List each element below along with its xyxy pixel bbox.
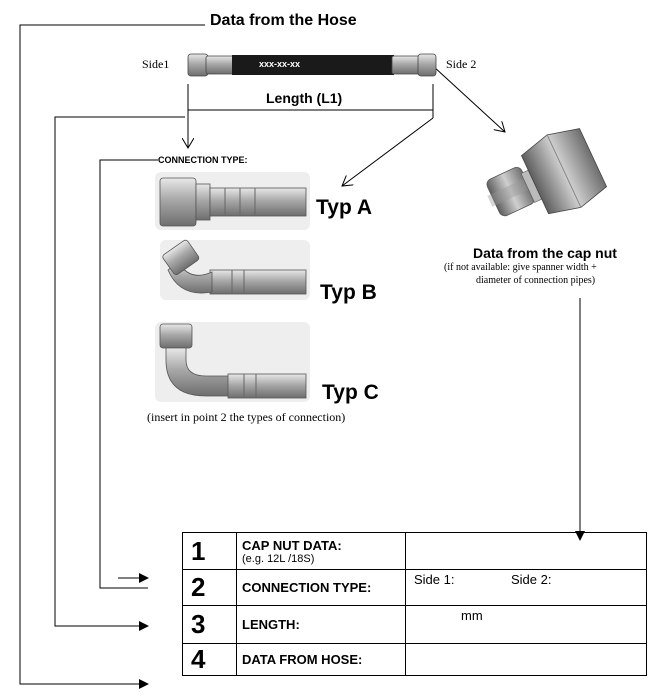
- connection-note: (insert in point 2 the types of connecti…: [147, 410, 346, 424]
- length-unit: mm: [461, 608, 483, 623]
- form-row-connection: 2 CONNECTION TYPE: Side 1: Side 2:: [182, 569, 647, 606]
- side1-label: Side1: [142, 57, 170, 71]
- connection-type-input[interactable]: Side 1: Side 2:: [405, 569, 647, 606]
- side2-label: Side 2: [446, 57, 477, 71]
- cap-nut-note-line2: diameter of connection pipes): [476, 275, 596, 286]
- hose-data-input[interactable]: [405, 643, 647, 676]
- side2-field-label: Side 2:: [511, 572, 552, 587]
- connection-line: [99, 159, 158, 589]
- hose-illustration: [187, 53, 437, 77]
- hose-code: xxx-xx-xx: [259, 59, 301, 69]
- cap-nut-title: Data from the cap nut: [473, 245, 617, 261]
- cap-nut-example: (e.g. 12L /18S): [242, 552, 315, 565]
- hose-data-title: Data from the Hose: [210, 12, 357, 29]
- cap-nut-note-line1: (if not available: give spanner width +: [444, 262, 597, 273]
- length-input[interactable]: mm: [405, 605, 647, 644]
- hose-data-line: [19, 24, 205, 689]
- length-field-label: LENGTH:: [236, 605, 406, 644]
- connection-type-label: CONNECTION TYPE:: [236, 569, 406, 606]
- form-row-hose: 4 DATA FROM HOSE:: [182, 643, 647, 676]
- side1-field-label: Side 1:: [414, 572, 455, 587]
- data-form-table: 1 CAP NUT DATA: (e.g. 12L /18S) 2 CONNEC…: [182, 532, 647, 676]
- fitting-typ-b: [160, 239, 310, 300]
- row-number: 1: [182, 532, 237, 570]
- fitting-typ-c: [155, 322, 310, 402]
- connection-type-title: CONNECTION TYPE:: [158, 155, 248, 165]
- cap-nut-illustration: [486, 128, 608, 217]
- typ-c-label: Typ C: [322, 381, 379, 404]
- row-number: 3: [182, 605, 237, 644]
- cap-nut-input[interactable]: [405, 532, 647, 570]
- fitting-typ-a: [155, 172, 310, 230]
- form-row-cap-nut: 1 CAP NUT DATA: (e.g. 12L /18S): [182, 532, 647, 570]
- form-row-length: 3 LENGTH: mm: [182, 605, 647, 644]
- length-label: Length (L1): [266, 90, 343, 106]
- row-number: 2: [182, 569, 237, 606]
- hose-data-label: DATA FROM HOSE:: [236, 643, 406, 676]
- typ-b-label: Typ B: [320, 281, 377, 304]
- length-line: [54, 116, 185, 631]
- cap-nut-label: CAP NUT DATA:: [242, 537, 342, 553]
- row-label: CAP NUT DATA: (e.g. 12L /18S): [236, 532, 406, 570]
- typ-a-label: Typ A: [316, 196, 372, 219]
- row-number: 4: [182, 643, 237, 676]
